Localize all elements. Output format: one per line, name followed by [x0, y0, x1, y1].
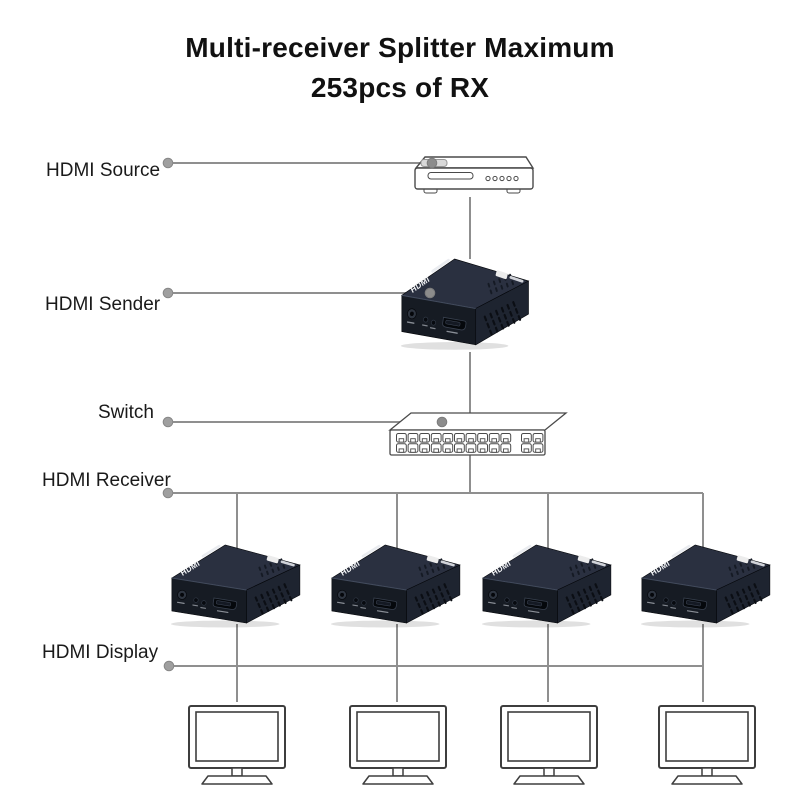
player-buttons: [485, 175, 519, 182]
monitor-icon-2: [349, 705, 447, 785]
dot-source-end: [426, 157, 438, 169]
hdmi-receiver-device-3: HDMI: [481, 543, 612, 628]
monitor-icon-1: [188, 705, 286, 785]
dot-switch-start: [162, 416, 174, 428]
dvd-player-icon: [414, 156, 535, 194]
dot-sender-end: [424, 287, 436, 299]
disc-tray-slot: [427, 172, 474, 180]
dot-receiver-bus: [162, 487, 174, 499]
connector-lines: [168, 162, 704, 702]
dot-sender-start: [162, 287, 174, 299]
dot-switch-end: [436, 416, 448, 428]
diagram-title-line1: Multi-receiver Splitter Maximum: [185, 32, 615, 63]
connection-dots: [162, 157, 448, 672]
monitor-icon-3: [500, 705, 598, 785]
network-switch-icon: [388, 412, 568, 456]
hdmi-sender-device: HDMI: [400, 257, 530, 351]
monitor-icon-4: [658, 705, 756, 785]
label-hdmi-sender: HDMI Sender: [45, 294, 161, 315]
hdmi-receiver-device-4: HDMI: [640, 543, 771, 628]
label-hdmi-display: HDMI Display: [42, 642, 159, 663]
hdmi-receiver-device-2: HDMI: [330, 543, 461, 628]
label-hdmi-receiver: HDMI Receiver: [42, 470, 171, 491]
dot-source-start: [162, 157, 174, 169]
label-hdmi-source: HDMI Source: [46, 160, 161, 181]
diagram-title-line2: 253pcs of RX: [310, 72, 490, 103]
label-switch: Switch: [98, 402, 154, 423]
hdmi-receiver-device-1: HDMI: [170, 543, 301, 628]
dot-display-bus: [163, 660, 175, 672]
